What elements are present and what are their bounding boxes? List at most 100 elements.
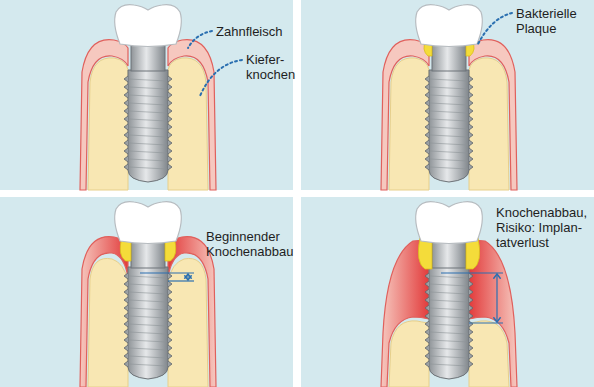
implant-body — [429, 267, 469, 379]
thread — [124, 100, 128, 106]
thread — [124, 108, 128, 114]
jaw-bone — [88, 58, 128, 190]
thread-line — [129, 340, 167, 342]
thread-line — [129, 284, 167, 286]
thread-line — [430, 127, 468, 129]
thread — [469, 353, 473, 359]
thread-line — [129, 364, 167, 366]
thread — [168, 140, 172, 146]
thread-line — [430, 95, 468, 97]
panel — [301, 197, 594, 387]
thread — [168, 289, 172, 295]
thread-line — [430, 151, 468, 153]
crown — [115, 202, 182, 244]
thread-line — [430, 79, 468, 81]
annotation-label: Beginnender Knochenabbau — [206, 229, 292, 259]
thread — [124, 92, 128, 98]
thread — [124, 361, 128, 367]
measure-arrow — [187, 274, 188, 280]
jaw-bone — [469, 321, 509, 387]
thread — [425, 92, 429, 98]
thread — [425, 84, 429, 90]
thread-line — [430, 167, 468, 169]
thread — [124, 353, 128, 359]
thread — [425, 156, 429, 162]
thread-line — [430, 87, 468, 89]
implant-body — [128, 70, 168, 182]
thread — [124, 273, 128, 279]
thread — [124, 321, 128, 327]
thread-line — [129, 87, 167, 89]
thread — [168, 273, 172, 279]
gum — [469, 40, 517, 190]
jaw-bone — [88, 258, 128, 387]
thread — [469, 361, 473, 367]
thread — [168, 84, 172, 90]
thread — [124, 156, 128, 162]
thread — [469, 297, 473, 303]
thread — [168, 345, 172, 351]
thread-line — [430, 103, 468, 105]
thread — [425, 116, 429, 122]
thread — [168, 124, 172, 130]
thread — [425, 100, 429, 106]
leader-line — [200, 60, 242, 96]
thread — [425, 148, 429, 154]
thread-line — [430, 159, 468, 161]
thread — [124, 337, 128, 343]
thread-line — [430, 111, 468, 113]
annotation-label: Knochenabbau, Risiko: Implan- tatverlust — [496, 205, 592, 250]
panel-ground — [301, 0, 594, 190]
thread — [425, 345, 429, 351]
thread-line — [129, 135, 167, 137]
gum — [168, 237, 216, 387]
jaw-bone — [168, 58, 208, 190]
thread — [469, 337, 473, 343]
thread-line — [129, 103, 167, 105]
thread — [469, 116, 473, 122]
thread — [168, 148, 172, 154]
thread-line — [430, 284, 468, 286]
thread — [124, 84, 128, 90]
thread-line — [129, 79, 167, 81]
gum — [381, 40, 429, 190]
thread — [168, 108, 172, 114]
thread — [168, 353, 172, 359]
thread — [425, 124, 429, 130]
thread-line — [129, 324, 167, 326]
thread — [124, 124, 128, 130]
annotation-label: Bakterielle Plaque — [516, 6, 588, 36]
thread-line — [129, 127, 167, 129]
thread-line — [430, 316, 468, 318]
thread — [168, 100, 172, 106]
thread — [469, 156, 473, 162]
thread-line — [430, 276, 468, 278]
thread — [425, 361, 429, 367]
thread — [469, 329, 473, 335]
thread-line — [129, 308, 167, 310]
thread — [469, 321, 473, 327]
thread — [425, 273, 429, 279]
thread-line — [430, 348, 468, 350]
implant-body — [128, 267, 168, 379]
thread — [425, 289, 429, 295]
thread-line — [129, 356, 167, 358]
thread-line — [129, 159, 167, 161]
leader-line — [477, 13, 512, 46]
thread-line — [430, 356, 468, 358]
thread-line — [129, 292, 167, 294]
thread — [124, 164, 128, 170]
thread — [469, 281, 473, 287]
thread — [469, 148, 473, 154]
thread — [425, 305, 429, 311]
crown — [416, 5, 483, 47]
thread — [425, 337, 429, 343]
thread — [124, 140, 128, 146]
thread — [425, 108, 429, 114]
jaw-bone — [168, 258, 208, 387]
thread — [425, 281, 429, 287]
thread — [124, 116, 128, 122]
thread — [425, 321, 429, 327]
thread — [469, 108, 473, 114]
thread — [168, 329, 172, 335]
